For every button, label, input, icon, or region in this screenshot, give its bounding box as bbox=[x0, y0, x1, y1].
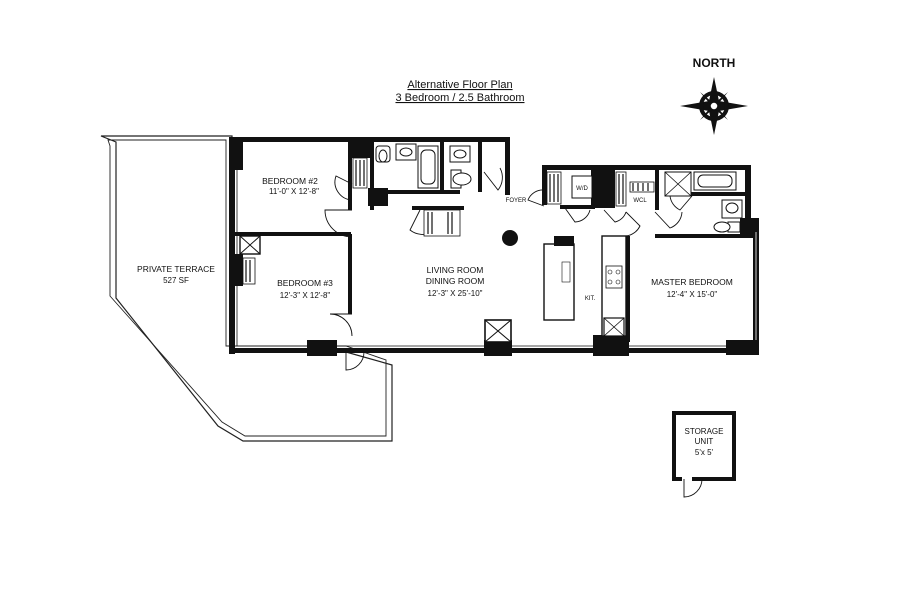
storage-label-line1: STORAGE bbox=[685, 427, 724, 436]
storage-dims: 5'x 5' bbox=[695, 448, 714, 457]
kitchen bbox=[543, 235, 627, 337]
bedroom3-label: BEDROOM #3 bbox=[277, 278, 333, 288]
foyer-label: FOYER bbox=[506, 198, 527, 204]
terrace-label: PRIVATE TERRACE bbox=[137, 264, 215, 274]
living-room-label: LIVING ROOM bbox=[427, 265, 484, 275]
compass-rose-icon bbox=[680, 77, 748, 135]
doors bbox=[324, 167, 693, 371]
plan-title: Alternative Floor Plan bbox=[407, 79, 512, 91]
closets bbox=[239, 157, 655, 285]
kitchen-label: KIT. bbox=[585, 296, 596, 302]
structural-column bbox=[502, 230, 518, 246]
windows bbox=[236, 170, 757, 347]
terrace-area: 527 SF bbox=[163, 276, 189, 285]
master-bedroom-label: MASTER BEDROOM bbox=[651, 277, 733, 287]
wcl-label: WCL bbox=[633, 198, 647, 204]
storage-label-line2: UNIT bbox=[695, 437, 714, 446]
living-room-dims: 12'-3" X 25'-10" bbox=[428, 289, 483, 298]
plan-subtitle: 3 Bedroom / 2.5 Bathroom bbox=[395, 92, 524, 104]
bedroom3-dims: 12'-3" X 12'-8" bbox=[280, 291, 331, 300]
interior-walls bbox=[235, 140, 755, 342]
bedroom2-label: BEDROOM #2 bbox=[262, 176, 318, 186]
bedroom2-dims: 11'-0" X 12'-8" bbox=[269, 187, 319, 196]
dining-room-label: DINING ROOM bbox=[426, 276, 485, 286]
master-bedroom-dims: 12'-4" X 15'-0" bbox=[667, 290, 718, 299]
storage-unit bbox=[672, 411, 736, 498]
washer-dryer-label: W/D bbox=[576, 186, 588, 192]
compass-label: NORTH bbox=[693, 56, 736, 70]
bathroom-fixtures bbox=[375, 143, 743, 233]
